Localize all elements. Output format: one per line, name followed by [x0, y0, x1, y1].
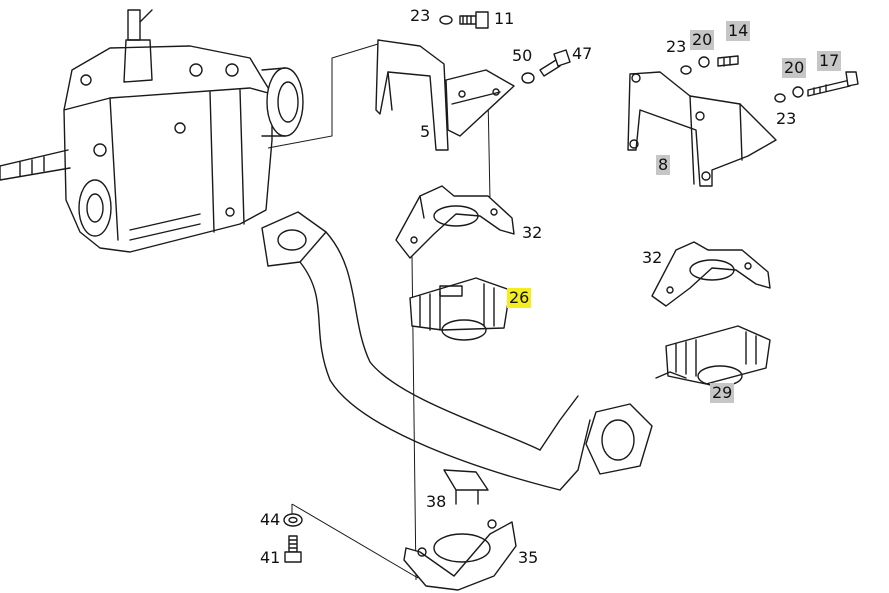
part-label-41[interactable]: 41 [260, 548, 281, 567]
mount-32-upper[interactable] [395, 185, 515, 259]
washer-44[interactable] [283, 513, 303, 527]
part-label-23-washer-top[interactable]: 23 [410, 6, 431, 25]
part-label-8[interactable]: 8 [656, 155, 671, 175]
bracket-8[interactable] [627, 55, 859, 187]
part-label-23-bracket-right[interactable]: 23 [776, 109, 797, 128]
bracket-5[interactable] [375, 39, 515, 151]
part-label-29[interactable]: 29 [710, 383, 735, 403]
part-label-5[interactable]: 5 [420, 122, 431, 141]
transmission-drawing[interactable] [0, 9, 304, 253]
part-label-38[interactable]: 38 [426, 492, 447, 511]
part-label-44[interactable]: 44 [260, 510, 281, 529]
part-label-26[interactable]: 26 [507, 288, 532, 308]
bolt-41[interactable] [284, 535, 302, 563]
bolt-47[interactable] [521, 49, 571, 84]
part-label-50[interactable]: 50 [512, 46, 533, 65]
part-label-32-upper[interactable]: 32 [522, 223, 543, 242]
part-label-35[interactable]: 35 [518, 548, 539, 567]
part-label-20-upper[interactable]: 20 [690, 30, 715, 50]
part-label-11[interactable]: 11 [494, 9, 515, 28]
bolt-11[interactable] [439, 11, 489, 29]
part-label-23-bracket-left[interactable]: 23 [666, 37, 687, 56]
part-label-32-right[interactable]: 32 [642, 248, 663, 267]
rubber-38[interactable] [443, 469, 489, 505]
exhaust-pipe[interactable] [261, 211, 653, 491]
mount-32-right[interactable] [651, 241, 771, 307]
part-label-14[interactable]: 14 [726, 21, 751, 41]
rubber-mount-26[interactable] [409, 277, 511, 341]
part-label-47[interactable]: 47 [572, 44, 593, 63]
part-label-17[interactable]: 17 [817, 51, 842, 71]
part-label-20-lower[interactable]: 20 [782, 58, 807, 78]
rubber-mount-29[interactable] [655, 325, 771, 387]
clamp-35[interactable] [403, 519, 517, 591]
